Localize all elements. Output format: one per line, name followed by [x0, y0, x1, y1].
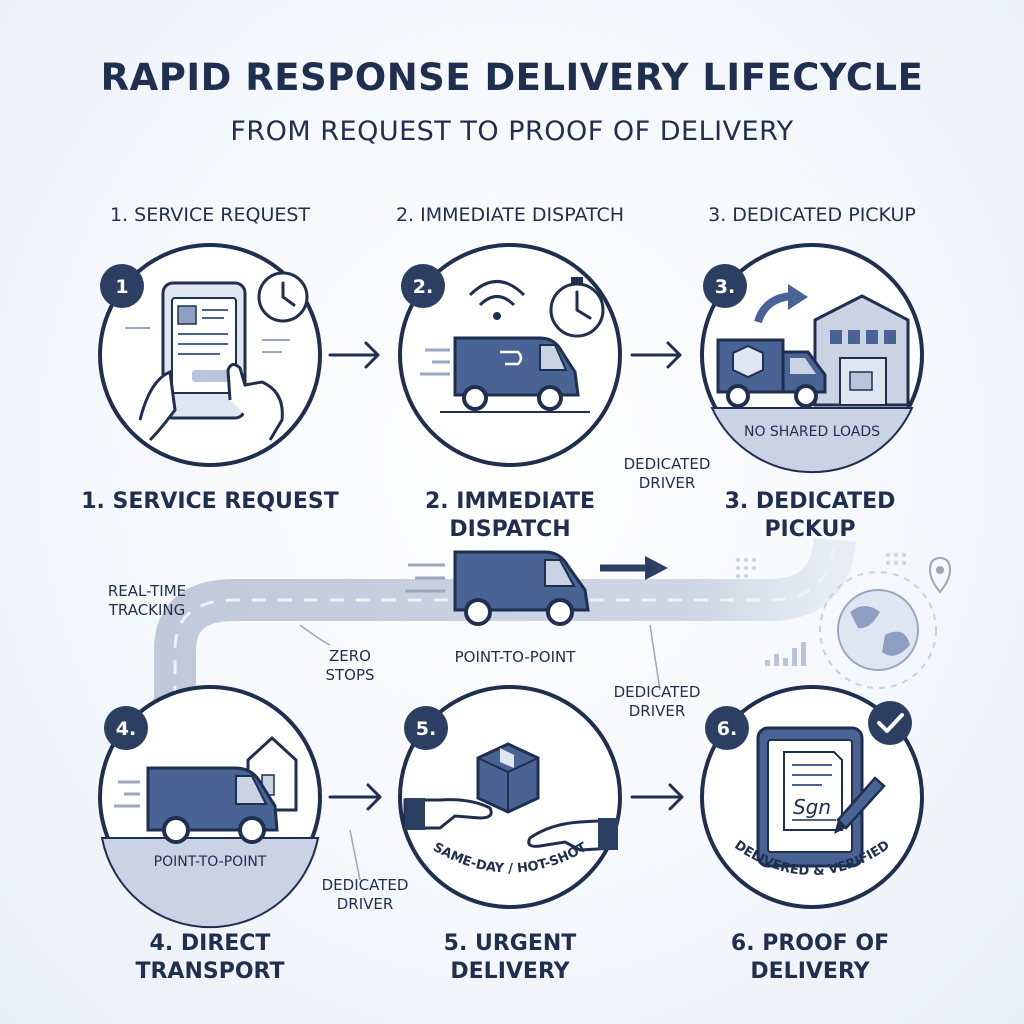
- step-1-badge: 1: [115, 276, 128, 298]
- step-2-top-label: 2. IMMEDIATE DISPATCH: [395, 204, 625, 226]
- page-title: RAPID RESPONSE DELIVERY LIFECYCLE: [100, 56, 924, 99]
- step-2-circle: 2.: [398, 243, 622, 467]
- dedicated-driver-label-bottom: DEDICATED DRIVER: [321, 876, 409, 913]
- dedicated-driver-label-mid: DEDICATED DRIVER: [613, 683, 701, 720]
- road-van-icon: [405, 550, 668, 626]
- box-icon: [732, 344, 764, 379]
- step-6-badge: 6.: [717, 718, 737, 740]
- step-4-bottom-label: 4. DIRECT TRANSPORT: [135, 931, 285, 984]
- step-3-badge: 3.: [715, 276, 735, 298]
- globe-decor: [736, 553, 952, 689]
- zero-stops-label: ZERO STOPS: [325, 647, 375, 684]
- signature-text: Sgn: [793, 795, 831, 819]
- stopwatch-icon: [549, 277, 605, 338]
- connector-arrows: [328, 341, 684, 811]
- receiving-hand-icon: [527, 818, 617, 852]
- package-icon: [476, 742, 540, 814]
- point-to-point-road-label: POINT-TO-POINT: [454, 648, 576, 666]
- globe-icon: [837, 589, 919, 671]
- step-5-circle: SAME-DAY / HOT-SHOT 5.: [398, 685, 622, 909]
- step-3-top-label: 3. DEDICATED PICKUP: [708, 204, 916, 226]
- giving-hand-icon: [403, 798, 493, 830]
- step-6-circle: Sgn DELIVERED & VERIFIED 6.: [700, 685, 924, 909]
- bar-chart-icon: [765, 642, 806, 666]
- real-time-tracking-label: REAL-TIME TRACKING: [107, 582, 187, 619]
- step-2-badge: 2.: [413, 276, 433, 298]
- step-4-badge: 4.: [116, 718, 136, 740]
- van-icon: [146, 766, 279, 844]
- step-5-bottom-label: 5. URGENT DELIVERY: [443, 931, 577, 984]
- check-badge-icon: [868, 701, 912, 745]
- step-1-top-label: 1. SERVICE REQUEST: [109, 204, 311, 226]
- step-2-bottom-label: 2. IMMEDIATE DISPATCH: [424, 489, 596, 542]
- dedicated-driver-label-top: DEDICATED DRIVER: [623, 455, 711, 492]
- location-pin-icon: [928, 556, 952, 594]
- leader-lines: [299, 624, 661, 881]
- step-3-inner-label: NO SHARED LOADS: [744, 424, 880, 440]
- signal-icon: [468, 280, 526, 297]
- step-3-circle: NO SHARED LOADS 3.: [700, 243, 924, 474]
- van-icon: [453, 336, 580, 411]
- truck-icon: [716, 338, 827, 408]
- page-subtitle: FROM REQUEST TO PROOF OF DELIVERY: [230, 116, 794, 147]
- step-1-circle: 1: [98, 243, 322, 467]
- step-3-bottom-label: 3. DEDICATED PICKUP: [724, 489, 896, 542]
- step-5-badge: 5.: [416, 718, 436, 740]
- step-4-inner-label: POINT-TO-POINT: [154, 854, 267, 870]
- step-4-circle: POINT-TO-POINT 4.: [98, 685, 322, 929]
- step-1-bottom-label: 1. SERVICE REQUEST: [81, 489, 339, 514]
- curved-arrow-icon: [754, 292, 793, 324]
- warehouse-icon: [813, 294, 910, 407]
- step-6-bottom-label: 6. PROOF OF DELIVERY: [730, 931, 890, 984]
- hand-icon: [138, 369, 177, 442]
